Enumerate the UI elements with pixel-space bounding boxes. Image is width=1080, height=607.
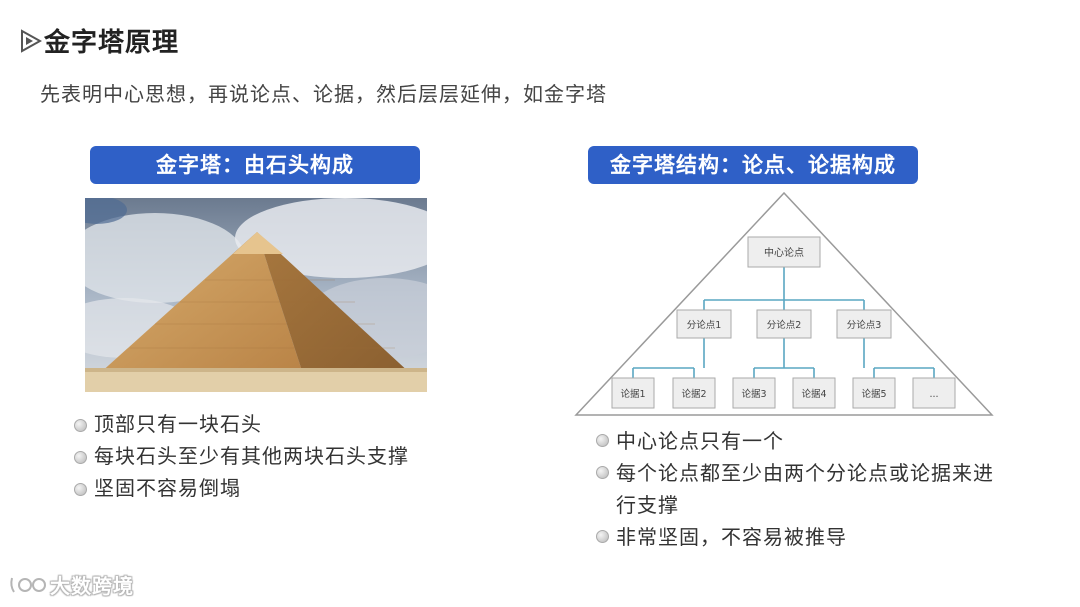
structure-label: 金字塔结构：论点、论据构成 bbox=[588, 146, 918, 184]
svg-text:分论点2: 分论点2 bbox=[767, 319, 802, 331]
list-item: 非常坚固，不容易被推导 bbox=[596, 521, 1006, 553]
pyramid-photo bbox=[85, 198, 427, 392]
evidence-node: 论据3 bbox=[732, 377, 776, 409]
bullet-icon bbox=[74, 483, 87, 496]
list-item: 中心论点只有一个 bbox=[596, 425, 1006, 457]
watermark: 大数跨境 bbox=[8, 570, 134, 599]
page-title: 金字塔原理 bbox=[44, 28, 180, 58]
title-row: 金字塔原理 bbox=[20, 22, 179, 59]
list-item: 每块石头至少有其他两块石头支撑 bbox=[74, 442, 409, 474]
watermark-text: 大数跨境 bbox=[50, 574, 134, 598]
svg-text:中心论点: 中心论点 bbox=[764, 246, 804, 259]
structure-bullet-list: 中心论点只有一个 每个论点都至少由两个分论点或论据来进行支撑 非常坚固，不容易被… bbox=[596, 425, 1006, 553]
bullet-icon bbox=[596, 466, 609, 479]
bullet-icon bbox=[596, 434, 609, 447]
pyramid-structure-diagram: 中心论点 分论点1 分论点2 分论点3 论据1 论据2 论据3 论据4 论据5 … bbox=[574, 191, 994, 416]
svg-text:...: ... bbox=[929, 389, 938, 400]
list-item: 坚固不容易倒塌 bbox=[74, 474, 409, 506]
pyramid-bullet-list: 顶部只有一块石头 每块石头至少有其他两块石头支撑 坚固不容易倒塌 bbox=[74, 410, 409, 506]
pyramid-label: 金字塔：由石头构成 bbox=[90, 146, 420, 184]
svg-text:论据4: 论据4 bbox=[801, 388, 826, 400]
svg-text:论据2: 论据2 bbox=[681, 388, 706, 400]
bullet-icon bbox=[596, 530, 609, 543]
watermark-logo-icon bbox=[10, 577, 46, 593]
list-item: 每个论点都至少由两个分论点或论据来进行支撑 bbox=[596, 457, 1006, 521]
evidence-node: 论据1 bbox=[611, 377, 655, 409]
pyramid-outline bbox=[574, 191, 994, 416]
evidence-node: ... bbox=[912, 377, 956, 409]
page-subtitle: 先表明中心思想，再说论点、论据，然后层层延伸，如金字塔 bbox=[40, 82, 607, 106]
center-node: 中心论点 bbox=[747, 236, 821, 268]
svg-text:分论点1: 分论点1 bbox=[687, 319, 722, 331]
svg-text:论据3: 论据3 bbox=[741, 388, 766, 400]
subpoint-node: 分论点1 bbox=[676, 309, 732, 339]
svg-text:论据1: 论据1 bbox=[620, 388, 645, 400]
evidence-node: 论据5 bbox=[852, 377, 896, 409]
evidence-node: 论据4 bbox=[792, 377, 836, 409]
bullet-icon bbox=[74, 419, 87, 432]
bullet-icon bbox=[74, 451, 87, 464]
play-triangle-icon bbox=[21, 28, 42, 53]
svg-text:分论点3: 分论点3 bbox=[847, 319, 882, 331]
evidence-node: 论据2 bbox=[672, 377, 716, 409]
svg-text:论据5: 论据5 bbox=[861, 388, 886, 400]
subpoint-node: 分论点3 bbox=[836, 309, 892, 339]
subpoint-node: 分论点2 bbox=[756, 309, 812, 339]
list-item: 顶部只有一块石头 bbox=[74, 410, 409, 442]
